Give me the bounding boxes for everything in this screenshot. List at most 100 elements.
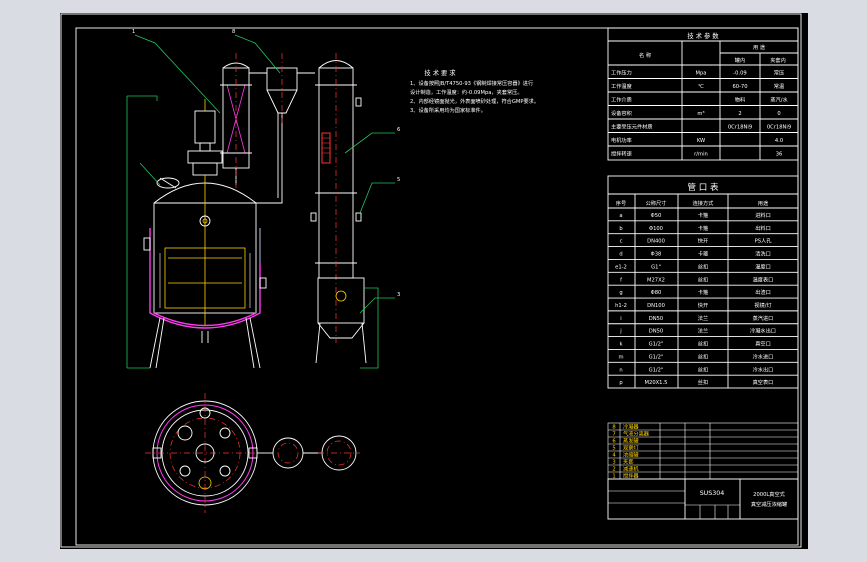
tech-param-name: 设备容积 [611,109,632,117]
nozzle-cell: Φ38 [651,252,662,258]
nozzle-cell: 视镜/灯 [754,301,771,309]
nozzle-cell: k [619,342,622,348]
svg-text:8: 8 [232,29,235,35]
nozzle-cell: G1/2" [649,342,664,348]
part-number: 3 [612,460,615,466]
drawing-name-line2: 真空减压浓缩罐 [751,500,787,508]
nozzle-cell: f [620,277,622,283]
notes-line-4: 3、设备所采用均为国家标准件。 [410,106,486,114]
notes-line-2: 设计制造，工作温度：约-0.09Mpa，夹套常压。 [410,88,523,96]
nozzle-cell: 卡箍 [698,224,708,232]
nozzle-cell: Φ100 [649,226,663,232]
separator-plan-view [257,437,322,469]
nozzle-cell: Φ80 [651,290,662,296]
nozzle-cell: 温度表口 [753,275,774,283]
tech-param-name: 工作介质 [611,96,632,104]
tech-param-unit: r/min [694,152,708,158]
tech-params-use-header: 用 途 [753,43,766,51]
tech-param-name: 工作压力 [611,69,632,77]
nozzle-cell: 法兰 [698,327,708,335]
nozzle-cell: 卡箍 [698,250,708,258]
nozzle-cell: G1/2" [649,354,664,360]
nozzle-cell: 进料口 [755,211,771,219]
tech-param-value-a: 2 [738,111,741,117]
nozzle-cell: DN400 [647,239,665,245]
notes-line-1: 1、设备按照JB/T4750-93《钢制焊接常压容器》进行 [410,79,533,87]
nozzle-cell: M27X2 [647,277,665,283]
nozzle-cell: e1-2 [615,264,627,270]
gas-liquid-separator-front-view [249,53,315,204]
part-name: 冷凝器 [623,423,639,431]
nozzle-cell: p [619,380,623,386]
nozzle-cell: j [619,329,621,335]
part-name: 搅拌器 [623,472,639,480]
part-number: 8 [612,425,615,431]
tech-param-value-b: 常温 [774,82,784,90]
nozzle-cell: DN100 [647,303,665,309]
tech-params-col-b: 夹套内 [770,56,786,64]
evaporator-plan-view [318,435,360,471]
nozzle-cell: a [619,213,622,219]
nozzle-header-cell: 用途 [758,199,769,207]
nozzle-cell: 丝扣 [698,262,708,270]
part-name: 蒸发罐 [623,437,639,445]
cad-drawing: 1 8 6 5 3 技 术 要 求 1、设备按照JB/T4750-93《钢制焊接… [60,13,802,548]
nozzle-cell: PS人孔 [755,237,773,245]
svg-text:6: 6 [397,127,400,133]
evaporator-column-front-view [310,53,379,369]
part-number: 4 [612,453,616,459]
tech-param-name: 主要受压元件材质 [611,123,653,131]
part-number: 6 [612,439,615,445]
nozzle-cell: c [620,239,623,245]
part-name: 浓缩罐 [623,451,639,459]
material-label: SUS304 [700,490,725,497]
cad-drawing-canvas[interactable]: 1 8 6 5 3 技 术 要 求 1、设备按照JB/T4750-93《钢制焊接… [60,13,808,549]
part-name: 观察灯 [623,444,639,452]
tech-param-unit: Mpa [696,71,707,77]
nozzle-cell: 卡箍 [698,288,708,296]
nozzle-cell: b [619,226,623,232]
drawing-name-line1: 2000L真空式 [753,490,785,498]
notes-line-3: 2、内部经镜面抛光，外表面喷砂处理，符合GMP要求。 [410,97,539,105]
tech-param-value-a: -0.09 [733,71,746,77]
tech-param-unit: ℃ [698,84,704,90]
tech-param-unit: KW [697,138,705,144]
nozzle-cell: 丝扣 [698,378,708,386]
part-name: 气液分离器 [623,430,650,438]
svg-text:3: 3 [397,292,400,298]
nozzle-cell: DN50 [649,329,663,335]
nozzle-cell: G1/2" [649,367,664,373]
nozzle-header-cell: 序号 [616,199,626,207]
svg-text:1: 1 [132,29,135,35]
nozzle-cell: i [620,316,621,322]
part-number: 5 [612,446,615,452]
tech-param-unit: m³ [697,111,704,117]
nozzle-header-cell: 公称尺寸 [646,199,667,207]
part-number: 7 [612,432,615,438]
nozzle-cell: 冷水进口 [753,352,774,360]
nozzle-cell: 冷凝水出口 [750,327,776,335]
tech-param-value-b: 4.0 [775,138,783,144]
nozzle-cell: 真空口 [755,340,771,348]
tech-param-value-a: 物料 [735,96,745,104]
tech-param-name: 工作温度 [611,82,632,90]
nozzle-cell: 温度口 [755,262,771,270]
nozzle-cell: DN50 [649,316,663,322]
nozzle-cell: 卡箍 [698,211,708,219]
nozzle-cell: G1" [651,264,661,270]
part-name: 夹套 [623,458,634,466]
tank-plan-view [145,393,265,513]
nozzle-cell: 丝扣 [698,275,708,283]
concentration-tank-front-view [126,95,267,369]
nozzle-table-title: 管 口 表 [688,182,719,193]
nozzle-cell: 丝扣 [698,352,708,360]
tech-param-value-b: 常压 [774,69,784,77]
tech-param-value-a: 0Cr18Ni9 [728,125,752,131]
nozzle-cell: 丝扣 [698,340,708,348]
leader-lines [134,34,395,314]
nozzle-cell: 蒸汽进口 [753,314,774,322]
nozzle-cell: Φ50 [651,213,662,219]
